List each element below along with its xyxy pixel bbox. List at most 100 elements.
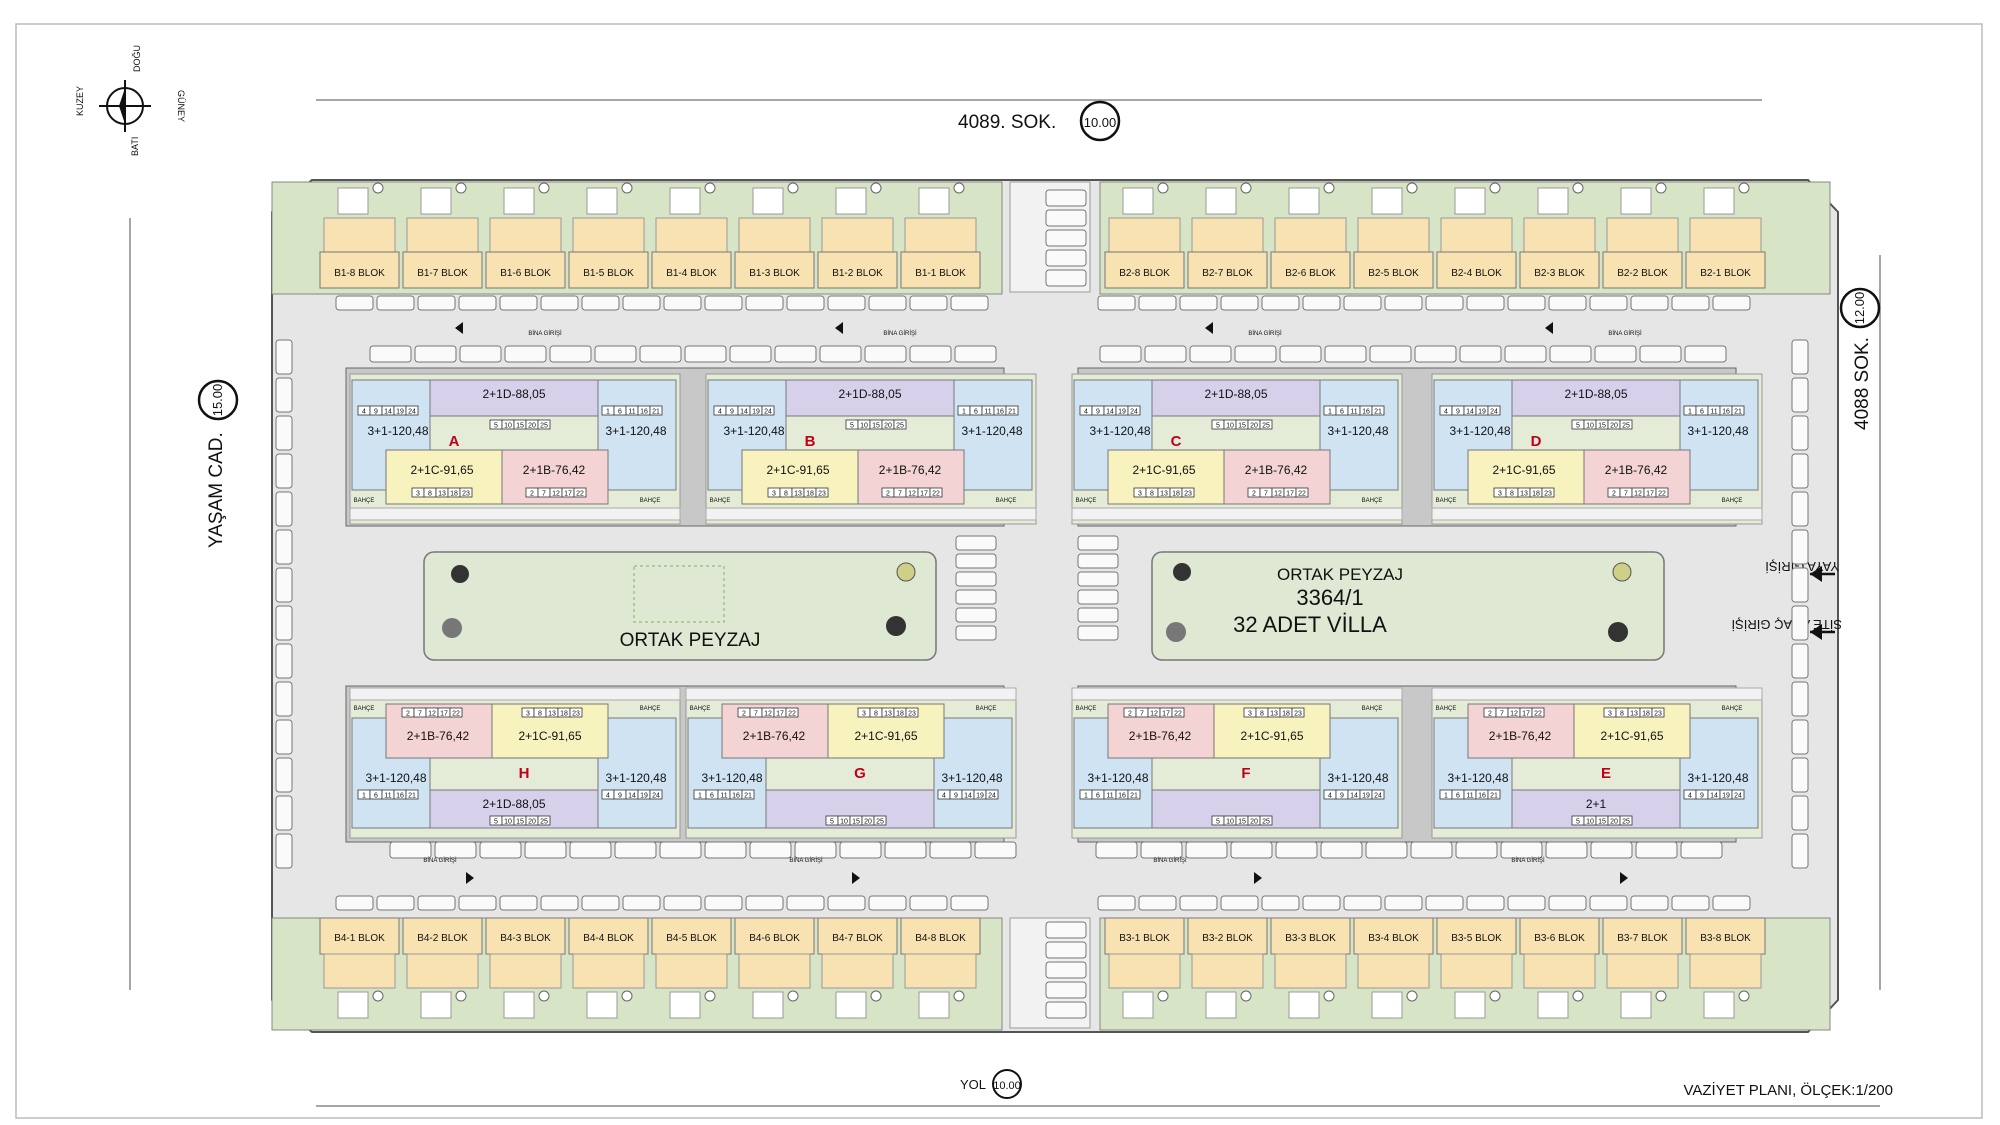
unit-number: 9 bbox=[1456, 409, 1460, 416]
parking-stall bbox=[1261, 295, 1300, 311]
villa-block bbox=[323, 953, 396, 989]
landscape-feature bbox=[633, 565, 725, 623]
parking-stall bbox=[950, 295, 989, 311]
villa-number-icon bbox=[1738, 182, 1750, 194]
villa-block bbox=[323, 217, 396, 253]
unit-label-2p1c: 2+1C-91,65 bbox=[518, 729, 581, 743]
unit-number: 10 bbox=[1226, 423, 1234, 430]
unit-number-cell bbox=[1371, 789, 1385, 800]
unit-number: 25 bbox=[876, 819, 884, 826]
villa-label: B3-6 BLOK bbox=[1534, 933, 1585, 944]
villa-block bbox=[1689, 217, 1762, 253]
block-walkway bbox=[1071, 507, 1403, 521]
villa-number-icon bbox=[953, 990, 965, 1002]
parking-stall bbox=[376, 295, 415, 311]
unit-number: 3 bbox=[1498, 491, 1502, 498]
unit-number: 9 bbox=[730, 409, 734, 416]
villa-carport bbox=[1537, 187, 1569, 215]
unit-label-3p1-left: 3+1-120,48 bbox=[1089, 424, 1150, 438]
parking-stall bbox=[1045, 189, 1087, 207]
villa-block bbox=[489, 953, 562, 989]
villa-number-icon bbox=[372, 182, 384, 194]
parking-stall bbox=[376, 895, 415, 911]
parking-stall bbox=[745, 895, 784, 911]
parking-stall bbox=[369, 345, 412, 363]
block-letter: G bbox=[854, 765, 866, 782]
villa-block bbox=[1440, 217, 1513, 253]
parking-stall bbox=[909, 295, 948, 311]
parking-stall bbox=[1045, 1001, 1087, 1019]
parking-stall bbox=[459, 345, 502, 363]
direction-arrow-icon bbox=[466, 872, 474, 884]
villa-number-icon bbox=[953, 182, 965, 194]
villa-label: B1-3 BLOK bbox=[749, 268, 800, 279]
parking-stall bbox=[1414, 345, 1457, 363]
unit-number-cell bbox=[1259, 419, 1273, 430]
unit-number: 15 bbox=[852, 819, 860, 826]
villa-number-icon bbox=[1738, 990, 1750, 1002]
parking-stall bbox=[275, 529, 293, 565]
parking-stall bbox=[275, 719, 293, 755]
unit-number: 24 bbox=[652, 793, 660, 800]
parking-stall bbox=[540, 895, 579, 911]
parking-stall bbox=[1504, 345, 1547, 363]
unit-number: 13 bbox=[794, 491, 802, 498]
villa-block bbox=[900, 251, 981, 289]
unit-label-2p1d: 2+1D-88,05 bbox=[1564, 387, 1627, 401]
building-entrance-label: BİNA GİRİŞİ bbox=[1608, 330, 1642, 337]
parking-stall bbox=[1343, 895, 1382, 911]
parking-stall bbox=[794, 841, 837, 859]
unit-number: 16 bbox=[1722, 409, 1730, 416]
parking-stall bbox=[1045, 249, 1087, 267]
unit-number: 4 bbox=[362, 409, 366, 416]
unit-number: 17 bbox=[1286, 491, 1294, 498]
parking-stall bbox=[1095, 841, 1138, 859]
parking-stall bbox=[1144, 345, 1187, 363]
block-letter: D bbox=[1531, 433, 1542, 450]
villa-carport bbox=[669, 991, 701, 1019]
unit-number: 15 bbox=[516, 423, 524, 430]
villa-number-icon bbox=[621, 182, 633, 194]
unit-number-cell bbox=[649, 789, 663, 800]
unit-number: 6 bbox=[618, 409, 622, 416]
unit-number: 25 bbox=[1262, 819, 1270, 826]
parking-stall bbox=[417, 295, 456, 311]
parking-stall bbox=[1302, 895, 1341, 911]
compass-east: DOĞU bbox=[132, 45, 142, 72]
unit-number: 8 bbox=[428, 491, 432, 498]
unit-number: 3 bbox=[862, 711, 866, 718]
villa-label: B3-8 BLOK bbox=[1700, 933, 1751, 944]
villa-number-icon bbox=[1572, 182, 1584, 194]
unit-label-2p1d: 2+1D-88,05 bbox=[1204, 387, 1267, 401]
villa-carport bbox=[1122, 187, 1154, 215]
unit-3p1-right bbox=[1319, 379, 1399, 491]
parking-stall bbox=[275, 339, 293, 375]
street-bottom-badge bbox=[992, 1069, 1022, 1099]
villa-block bbox=[406, 953, 479, 989]
villa-carport bbox=[586, 187, 618, 215]
unit-number: 16 bbox=[1118, 793, 1126, 800]
unit-number: 23 bbox=[818, 491, 826, 498]
unit-label-2p1c: 2+1C-91,65 bbox=[1132, 463, 1195, 477]
parking-stall bbox=[955, 571, 997, 587]
parking-stall bbox=[1138, 295, 1177, 311]
parking-stall bbox=[1635, 841, 1678, 859]
villa-label: B4-2 BLOK bbox=[417, 933, 468, 944]
parking-stall bbox=[1791, 567, 1809, 603]
villa-block bbox=[406, 217, 479, 253]
parking-stall bbox=[434, 841, 477, 859]
garden-label: BAHÇE bbox=[1076, 498, 1097, 504]
villa-label: B2-3 BLOK bbox=[1534, 268, 1585, 279]
parking-stall bbox=[275, 377, 293, 413]
villa-label: B3-1 BLOK bbox=[1119, 933, 1170, 944]
unit-number: 18 bbox=[450, 491, 458, 498]
unit-number: 13 bbox=[548, 711, 556, 718]
parking-stall bbox=[1097, 295, 1136, 311]
parking-stall bbox=[639, 345, 682, 363]
unit-number: 23 bbox=[1544, 491, 1552, 498]
unit-number: 3 bbox=[772, 491, 776, 498]
unit-number: 8 bbox=[784, 491, 788, 498]
parking-stall bbox=[479, 841, 522, 859]
unit-number: 9 bbox=[1340, 793, 1344, 800]
garden-label: BAHÇE bbox=[1436, 498, 1457, 504]
